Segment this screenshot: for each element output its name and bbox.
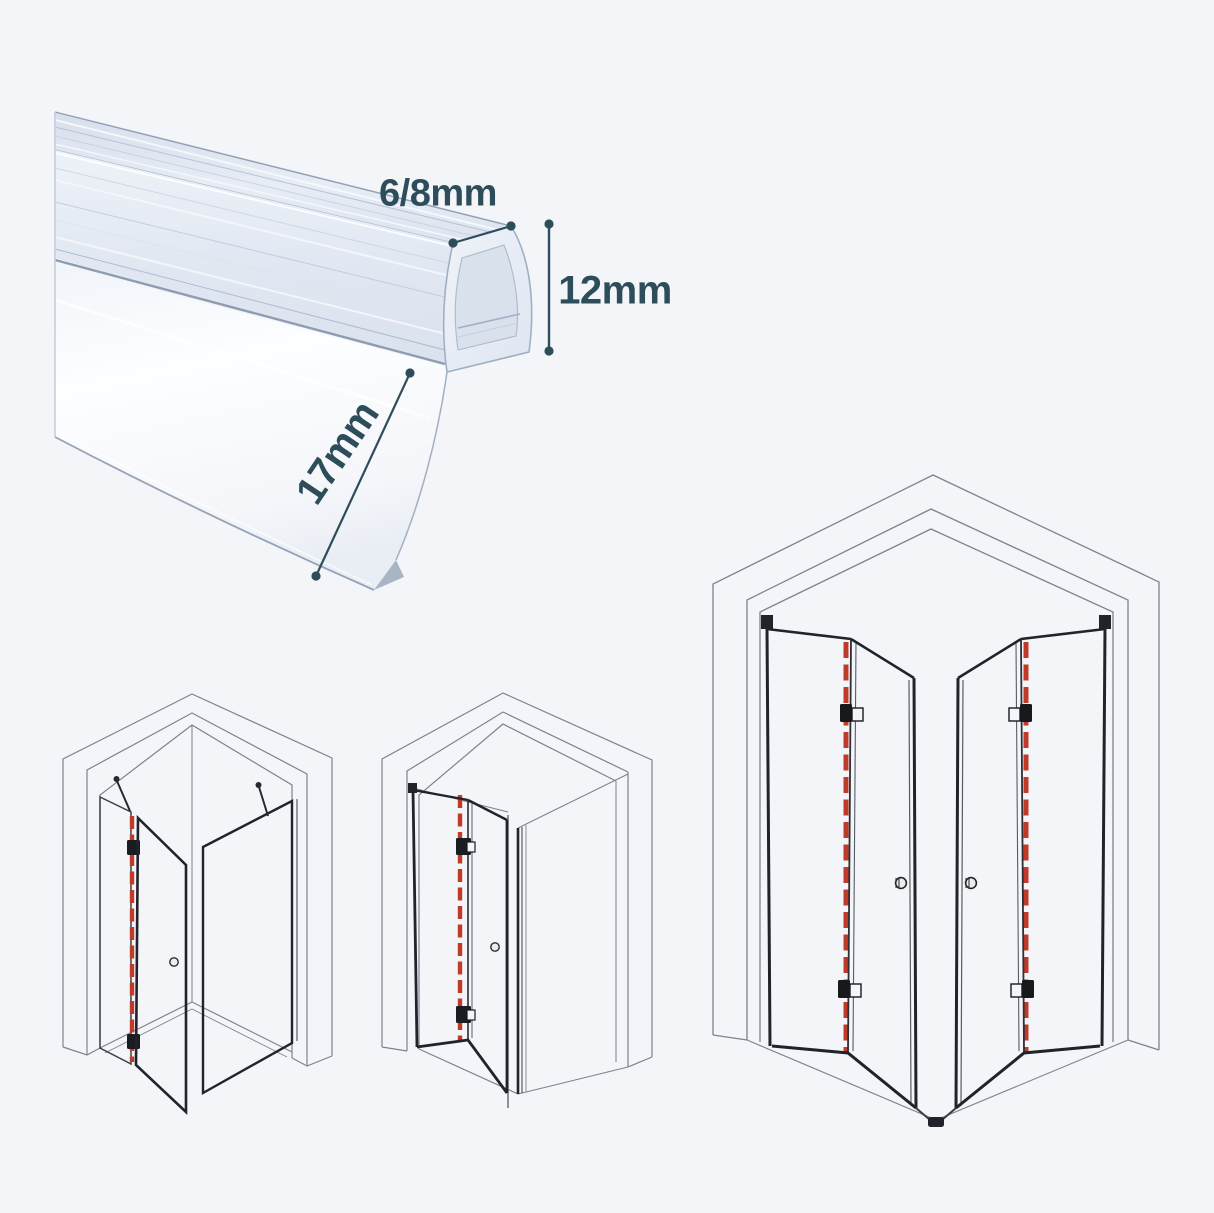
seal-ridge-highlight — [54, 143, 466, 241]
seal-height-dimension — [544, 219, 554, 356]
seal-lip-bottom-edge — [54, 436, 375, 591]
hinge-plate — [466, 841, 476, 853]
hinge-plate — [1010, 983, 1023, 998]
wall-bracket — [761, 615, 773, 629]
seal-channel-line — [54, 167, 453, 265]
dimension-annotations — [311, 219, 554, 581]
hinge — [838, 980, 850, 998]
seal-ridge-highlight — [54, 119, 499, 231]
seal-top-back-edge — [54, 111, 512, 227]
seal-channel-highlight — [54, 152, 453, 247]
seal-channel-line — [54, 248, 446, 351]
seal-lip-highlight — [54, 298, 431, 420]
glass-thickness-dimension — [448, 221, 516, 248]
bifold-door-right — [954, 615, 1111, 1110]
seal-underside-edge — [54, 258, 446, 366]
shower-drawing-bifold-niche — [381, 692, 653, 1108]
door-knob — [169, 957, 179, 967]
seal-lip-cut-edge — [395, 371, 448, 561]
pivot-door — [134, 814, 188, 1116]
seal-cap-shelf-line — [457, 322, 519, 338]
seal-channel-highlight — [54, 236, 447, 335]
seal-wiper-lip — [55, 264, 447, 590]
corner-foot — [928, 1117, 944, 1127]
seal-channel-highlight — [54, 179, 451, 277]
hinge — [1022, 980, 1034, 998]
glass-thickness-label: 6/8mm — [379, 172, 497, 215]
walls — [712, 474, 1160, 1121]
walls — [381, 692, 653, 1095]
fixed-panel-front — [201, 799, 294, 1096]
seal-profile-illustration — [54, 111, 533, 591]
hinge — [127, 1034, 140, 1049]
wall-bracket — [1099, 615, 1111, 629]
door-knob — [490, 942, 500, 952]
hinge-plate — [849, 983, 862, 998]
seal-lip-tip — [374, 560, 404, 590]
hinge — [1020, 704, 1032, 722]
hinge-plate — [851, 707, 864, 722]
bifold-door — [408, 783, 509, 1094]
hinge-plate — [466, 1009, 476, 1021]
seal-end-cap-hollow — [454, 244, 518, 351]
seal-height-label: 12mm — [558, 268, 672, 313]
hinge-plate — [1008, 707, 1021, 722]
seal-ridge-line — [54, 135, 479, 238]
seal-cap-shelf-line — [457, 313, 521, 329]
seal-ridge-line — [54, 126, 491, 233]
seal-lip-bottom-highlight — [57, 432, 373, 586]
wall-bracket — [408, 783, 417, 793]
shower-drawing-corner-double-bifold — [712, 474, 1160, 1127]
door-knob — [964, 876, 978, 890]
shower-drawing-pivot-door — [62, 693, 333, 1116]
lip-length-dimension — [311, 368, 415, 581]
hinge — [840, 704, 852, 722]
support-bars — [113, 776, 269, 817]
door-knob — [894, 876, 908, 890]
seal-channel-line — [54, 219, 448, 317]
seal-channel-line — [54, 201, 450, 299]
fixed-inline-panel — [507, 815, 527, 1108]
fixed-panel-left — [99, 795, 132, 1066]
bifold-door-left — [761, 615, 918, 1110]
